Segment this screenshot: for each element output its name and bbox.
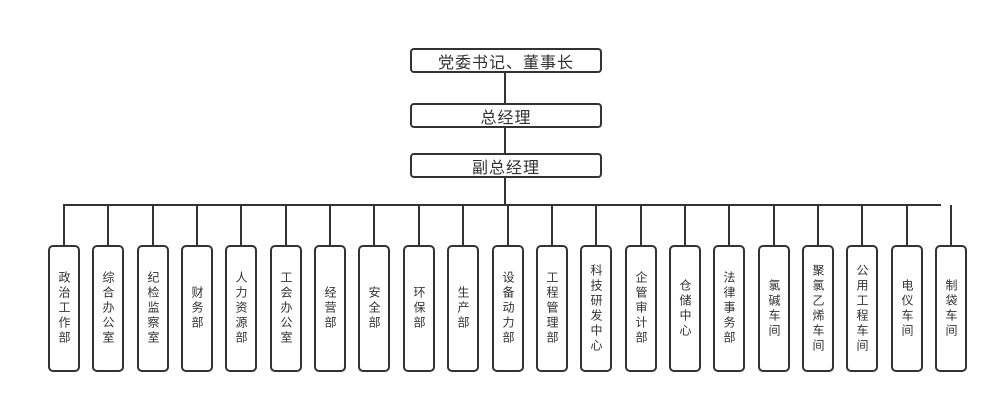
department-label: 制袋车间	[944, 278, 958, 339]
department-box[interactable]: 电仪车间	[891, 245, 923, 372]
department-label: 财务部	[190, 286, 204, 331]
department-label: 经营部	[323, 286, 337, 331]
connector-line	[329, 205, 331, 245]
department-box[interactable]: 经营部	[314, 245, 346, 372]
connector-line	[504, 73, 506, 103]
box-label: 总经理	[480, 107, 532, 127]
department-box[interactable]: 法律事务部	[713, 245, 745, 372]
department-box[interactable]: 工程管理部	[536, 245, 568, 372]
department-label: 氯碱车间	[767, 278, 781, 339]
department-label: 法律事务部	[722, 271, 736, 346]
department-box[interactable]: 科技研发中心	[580, 245, 612, 372]
department-box[interactable]: 仓储中心	[669, 245, 701, 372]
box-deputy-general-manager[interactable]: 副总经理	[410, 153, 602, 178]
department-label: 聚氯乙烯车间	[811, 263, 825, 354]
department-label: 科技研发中心	[589, 263, 603, 354]
department-box[interactable]: 聚氯乙烯车间	[802, 245, 834, 372]
department-label: 安全部	[367, 286, 381, 331]
box-label: 副总经理	[471, 157, 540, 177]
department-box[interactable]: 政治工作部	[48, 245, 80, 372]
department-label: 政治工作部	[57, 271, 71, 346]
connector-line	[507, 205, 509, 245]
department-label: 环保部	[412, 286, 426, 331]
department-label: 生产部	[456, 286, 470, 331]
department-label: 设备动力部	[501, 271, 515, 346]
connector-line	[504, 178, 506, 205]
department-box[interactable]: 综合办公室	[92, 245, 124, 372]
department-box[interactable]: 人力资源部	[225, 245, 257, 372]
connector-line	[595, 205, 597, 245]
box-party-secretary-chairman[interactable]: 党委书记、董事长	[410, 48, 602, 73]
box-general-manager[interactable]: 总经理	[410, 103, 602, 128]
connector-line	[504, 128, 506, 153]
department-label: 工程管理部	[545, 271, 559, 346]
department-box[interactable]: 环保部	[403, 245, 435, 372]
department-box[interactable]: 设备动力部	[492, 245, 524, 372]
connector-line	[462, 205, 464, 245]
department-label: 电仪车间	[900, 278, 914, 339]
connector-line	[773, 205, 775, 245]
department-label: 公用工程车间	[855, 263, 869, 354]
department-box[interactable]: 纪检监察室	[137, 245, 169, 372]
connector-line	[728, 205, 730, 245]
connector-line	[196, 205, 198, 245]
connector-line	[906, 205, 908, 245]
department-box[interactable]: 财务部	[181, 245, 213, 372]
department-box[interactable]: 企管审计部	[625, 245, 657, 372]
department-box[interactable]: 氯碱车间	[758, 245, 790, 372]
department-label: 人力资源部	[234, 271, 248, 346]
box-label: 党委书记、董事长	[437, 52, 574, 72]
bus-line	[63, 204, 941, 206]
connector-line	[640, 205, 642, 245]
department-label: 纪检监察室	[146, 271, 160, 346]
department-box[interactable]: 安全部	[358, 245, 390, 372]
connector-line	[285, 205, 287, 245]
connector-line	[861, 205, 863, 245]
connector-line	[240, 205, 242, 245]
connector-line	[418, 205, 420, 245]
connector-line	[950, 205, 952, 245]
connector-line	[373, 205, 375, 245]
connector-line	[152, 205, 154, 245]
department-box[interactable]: 公用工程车间	[846, 245, 878, 372]
connector-line	[107, 205, 109, 245]
department-box[interactable]: 工会办公室	[270, 245, 302, 372]
department-box[interactable]: 制袋车间	[935, 245, 967, 372]
department-box[interactable]: 生产部	[447, 245, 479, 372]
department-label: 仓储中心	[678, 278, 692, 339]
connector-line	[551, 205, 553, 245]
department-label: 综合办公室	[101, 271, 115, 346]
department-label: 工会办公室	[279, 271, 293, 346]
connector-line	[817, 205, 819, 245]
department-label: 企管审计部	[634, 271, 648, 346]
connector-line	[63, 205, 65, 245]
connector-line	[684, 205, 686, 245]
